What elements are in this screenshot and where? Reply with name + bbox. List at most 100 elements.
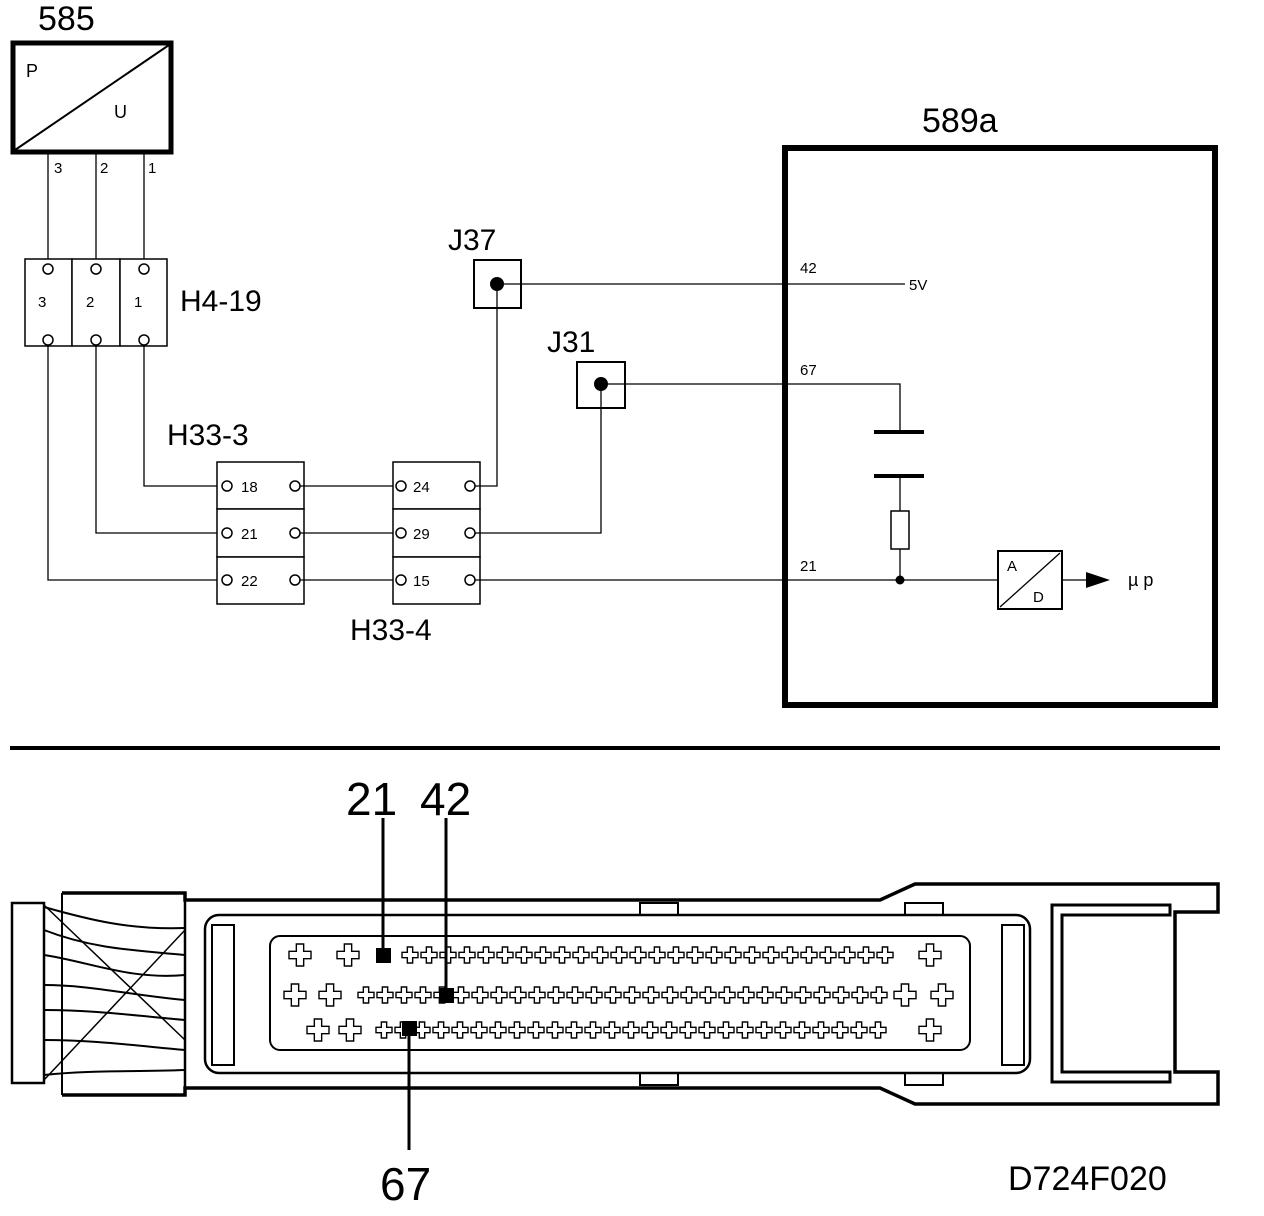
- pin-cavity: [515, 946, 533, 964]
- pin-cavity: [857, 946, 875, 964]
- pin-cavity: [432, 1021, 450, 1039]
- pin-cavity: [376, 986, 394, 1004]
- pin-cavity: [357, 986, 375, 1004]
- pin-cavity: [622, 1021, 640, 1039]
- connector-h33-4: [392, 461, 481, 605]
- h33-4-cell-15: 15: [413, 573, 430, 590]
- ecu-pin-42: 42: [800, 260, 817, 277]
- sensor-pin-2: 2: [100, 160, 108, 177]
- sensor-id-label: 585: [38, 0, 95, 38]
- drawing-code: D724F020: [1008, 1160, 1167, 1198]
- pin-cavity: [414, 986, 432, 1004]
- pin-cavity: [641, 1021, 659, 1039]
- callout-label-42: 42: [420, 773, 471, 825]
- pin-cavity: [547, 986, 565, 1004]
- h4-19-cell-2: 2: [86, 294, 94, 311]
- large-pin-cavity: [288, 943, 312, 967]
- ecu-connector-housing: [10, 882, 1220, 1106]
- ad-converter-diagonal: [999, 552, 1061, 608]
- pin-cavity: [623, 986, 641, 1004]
- pin-cavity: [566, 986, 584, 1004]
- sensor-p-label: P: [26, 61, 38, 81]
- pin-cavity: [800, 946, 818, 964]
- pin-cavity: [794, 986, 812, 1004]
- pin-cavity: [585, 986, 603, 1004]
- pin-21-marker: [376, 948, 391, 963]
- pin-cavity: [565, 1021, 583, 1039]
- callout-label-21: 21: [346, 773, 397, 825]
- pin-cavity: [870, 986, 888, 1004]
- pin-cavity: [832, 986, 850, 1004]
- wire-h4-pin3-to-h33-22: [47, 345, 217, 581]
- h33-4-cell-29: 29: [413, 526, 430, 543]
- large-pin-cavity: [930, 983, 954, 1007]
- pin-cavity: [509, 986, 527, 1004]
- pin-cavity: [851, 986, 869, 1004]
- pin-cavity: [528, 986, 546, 1004]
- pin-cavity: [718, 986, 736, 1004]
- pin-cavity: [781, 946, 799, 964]
- j31-label: J31: [547, 326, 595, 359]
- pin-cavity: [420, 946, 438, 964]
- pin-cavity: [819, 946, 837, 964]
- pin-cavity: [850, 1021, 868, 1039]
- pin-cavity: [452, 986, 470, 1004]
- pin-cavity: [458, 946, 476, 964]
- large-pin-cavity: [306, 1018, 330, 1042]
- sensor-diagonal: [14, 44, 170, 151]
- microprocessor-label: µ p: [1128, 570, 1153, 590]
- wire-h4-pin1-to-h33-18: [143, 345, 217, 487]
- ecu-pin-67: 67: [800, 362, 817, 379]
- pin-cavity: [679, 1021, 697, 1039]
- wire-h4-pin2-to-h33-21: [95, 345, 217, 534]
- pin-cavity: [451, 1021, 469, 1039]
- pin-cavity: [762, 946, 780, 964]
- pin-cavity: [667, 946, 685, 964]
- wire-h33-4-29-to-j31: [475, 384, 602, 534]
- pin-cavity: [793, 1021, 811, 1039]
- sensor-pin-3: 3: [54, 160, 62, 177]
- pin-cavity: [604, 986, 622, 1004]
- pin-cavity: [477, 946, 495, 964]
- wire-h33-4-24-to-j37: [475, 284, 498, 487]
- node-dot: [895, 575, 905, 585]
- pin-cavity: [471, 986, 489, 1004]
- pin-cavity: [603, 1021, 621, 1039]
- connector-h33-3: [216, 461, 305, 605]
- pin-cavity: [756, 986, 774, 1004]
- sensor-pin-1: 1: [148, 160, 156, 177]
- sensor-u-label: U: [114, 102, 127, 122]
- pin-cavity: [737, 986, 755, 1004]
- pin-cavity: [813, 986, 831, 1004]
- pin-cavity: [401, 946, 419, 964]
- h4-19-cell-3: 3: [38, 294, 46, 311]
- ecu-id-label: 589a: [922, 102, 998, 140]
- pin-cavity: [395, 986, 413, 1004]
- output-arrow-icon: [1086, 572, 1110, 588]
- pin-cavity: [534, 946, 552, 964]
- h33-3-label: H33-3: [167, 419, 249, 452]
- pin-cavity: [775, 986, 793, 1004]
- resistor: [890, 510, 910, 550]
- pin-cavity: [661, 986, 679, 1004]
- pin-cavity: [629, 946, 647, 964]
- pin-cavity: [610, 946, 628, 964]
- ecu-pin-21: 21: [800, 558, 817, 575]
- ad-converter-d-label: D: [1033, 589, 1044, 606]
- pin-cavity: [375, 1021, 393, 1039]
- h33-3-cell-22: 22: [241, 573, 258, 590]
- pin-cavity: [439, 946, 457, 964]
- pin-cavity: [648, 946, 666, 964]
- ecu-589a-box: [782, 145, 1218, 708]
- pin-cavity: [705, 946, 723, 964]
- pin-cavity: [743, 946, 761, 964]
- h33-3-cell-18: 18: [241, 479, 258, 496]
- pin-cavity: [584, 1021, 602, 1039]
- pin-cavity: [508, 1021, 526, 1039]
- pin-cavity: [698, 1021, 716, 1039]
- ecu-5v-label: 5V: [909, 277, 927, 294]
- pin-cavity: [591, 946, 609, 964]
- j37-label: J37: [448, 224, 496, 257]
- pin-cavity: [724, 946, 742, 964]
